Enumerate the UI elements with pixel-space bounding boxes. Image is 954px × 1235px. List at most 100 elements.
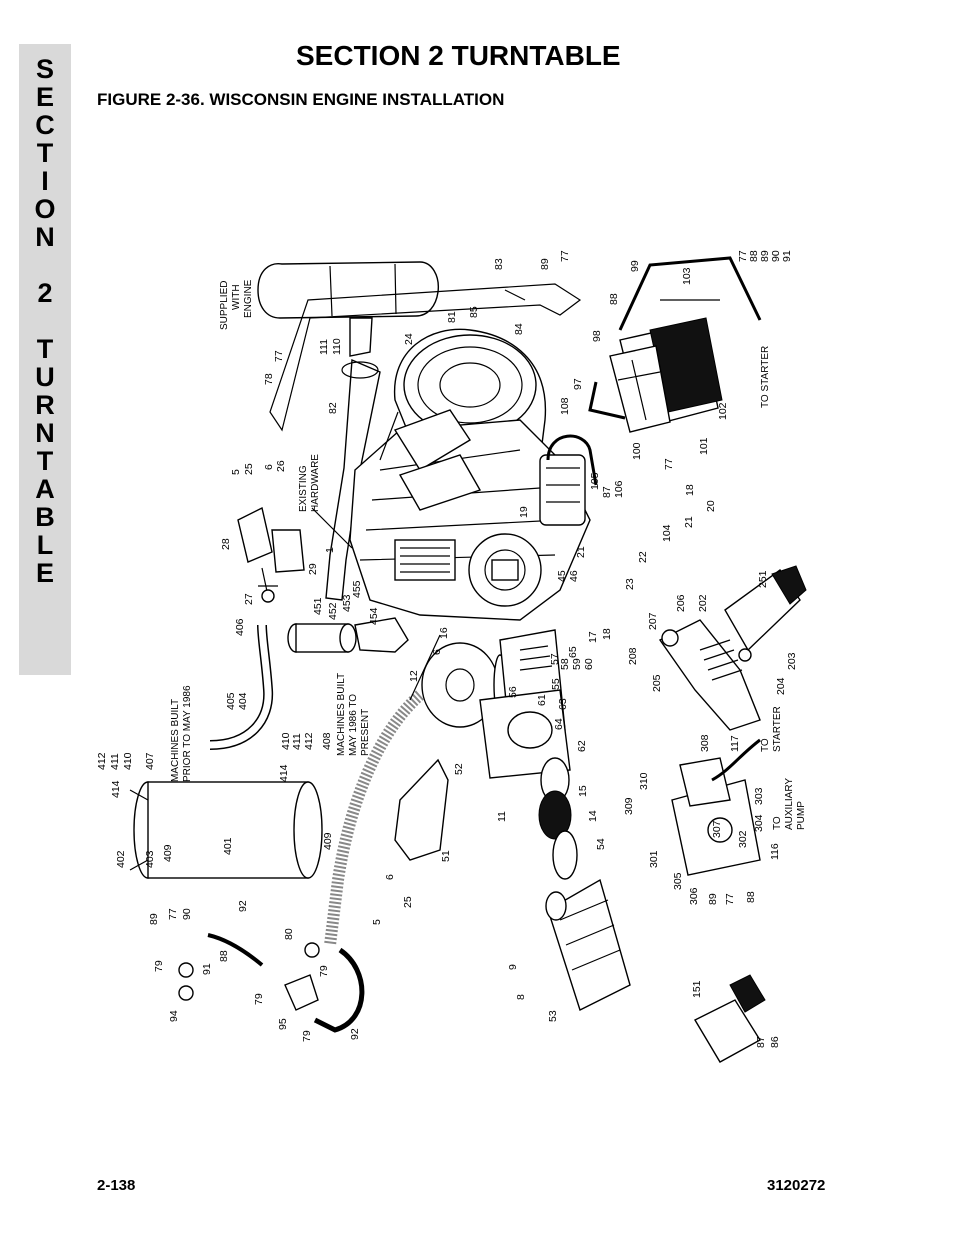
callout-label: 412: [96, 752, 108, 770]
callout-label: 412: [303, 732, 315, 750]
section-side-tab: S E C T I O N 2 T U R N T A B L E: [19, 44, 71, 675]
note-line: MAY 1986 TO: [348, 694, 359, 756]
callout-label: 88: [745, 891, 757, 903]
callout-label: 78: [263, 373, 275, 385]
callout-label: 94: [168, 1010, 180, 1022]
callout-label: 414: [278, 764, 290, 782]
callout-label: 77: [273, 350, 285, 362]
note-line: MACHINES BUILT: [170, 699, 181, 782]
callout-label: 404: [237, 692, 249, 710]
side-tab-letter: B: [35, 502, 55, 532]
callout-label: 61: [536, 694, 548, 706]
callout-label: 405: [225, 692, 237, 710]
fuel-line: [207, 933, 264, 967]
callout-label: 106: [613, 480, 625, 498]
callout-label: 91: [201, 963, 213, 975]
callout-label: 401: [222, 837, 234, 855]
note-line: PUMP: [796, 801, 807, 830]
callout-label: 79: [253, 993, 265, 1005]
callout-label: 99: [629, 260, 641, 272]
callout-label: 455: [351, 580, 363, 598]
side-tab-letter: C: [35, 110, 55, 140]
note-line: MACHINES BUILT: [336, 673, 347, 756]
engine: [349, 328, 591, 621]
callout-label: 92: [349, 1028, 361, 1040]
note-line: HARDWARE: [310, 454, 321, 512]
callout-label: 18: [601, 628, 613, 640]
callout-label: 207: [647, 612, 659, 630]
callout-label: 21: [683, 516, 695, 528]
side-tab-letter: A: [35, 474, 55, 504]
note-existing-hardware: EXISTING HARDWARE: [298, 454, 321, 512]
intake-hose-inner: [209, 624, 272, 749]
callout-label: 410: [122, 752, 134, 770]
callout-layer: 77 88 89 90 91 83 89 77 99 103 88 81 85 …: [96, 250, 798, 1048]
callout-label: 28: [220, 538, 232, 550]
side-tab-letter: S: [35, 54, 54, 84]
callout-label: 6: [384, 874, 396, 880]
callout-label: 89: [707, 893, 719, 905]
callout-label: 55: [550, 678, 562, 690]
callout-label: 111: [318, 339, 330, 355]
side-tab-letter: N: [35, 418, 55, 448]
side-tab-letter: I: [41, 166, 49, 196]
battery: [609, 317, 723, 433]
callout-label: 87: [755, 1036, 767, 1048]
callout-label: 65: [567, 646, 579, 658]
callout-label: 20: [705, 500, 717, 512]
callout-label: 151: [691, 980, 703, 998]
callout-label: 116: [769, 843, 781, 860]
note-supplied-with-engine: SUPPLIED WITH ENGINE: [219, 279, 254, 330]
fuel-fitting: [304, 942, 320, 958]
callout-label: 83: [493, 258, 505, 270]
note-line: AUXILIARY: [784, 778, 795, 830]
callout-label: 21: [575, 546, 587, 558]
callout-label: 14: [587, 810, 599, 822]
callout-label: 77: [663, 458, 675, 470]
callout-label: 45: [556, 570, 568, 582]
callout-label: 105: [589, 472, 601, 490]
callout-label: 77: [559, 250, 571, 262]
callout-label: 64: [553, 718, 565, 730]
note-to-starter-right: TO STARTER: [760, 706, 783, 752]
callout-label: 29: [307, 563, 319, 575]
callout-label: 117: [729, 735, 741, 752]
callout-label: 18: [684, 484, 696, 496]
callout-label: 91: [781, 250, 793, 262]
callout-label: 16: [438, 627, 450, 639]
callout-label: 89: [148, 913, 160, 925]
callout-label: 24: [403, 333, 415, 345]
callout-label: 26: [275, 460, 287, 472]
callout-label: 27: [243, 593, 255, 605]
callout-label: 301: [648, 850, 660, 868]
relay-box: [671, 757, 761, 876]
note-to-auxiliary-pump: TO AUXILIARY PUMP: [772, 778, 807, 830]
coupling: [538, 757, 578, 880]
callout-label: 407: [144, 752, 156, 770]
side-tab-letter: R: [35, 390, 55, 420]
callout-label: 87: [601, 486, 613, 498]
callout-label: 9: [507, 964, 519, 970]
page-number: 2-138: [97, 1177, 136, 1194]
callout-label: 202: [697, 594, 709, 612]
callout-label: 402: [115, 850, 127, 868]
callout-label: 305: [672, 872, 684, 890]
callout-label: 19: [518, 506, 530, 518]
callout-label: 90: [770, 250, 782, 262]
callout-label: 411: [109, 753, 121, 770]
callout-label: 25: [243, 463, 255, 475]
note-line: SUPPLIED: [219, 281, 230, 330]
callout-label: 304: [753, 814, 765, 832]
callout-label: 251: [757, 570, 769, 588]
callout-label: 5: [371, 919, 383, 925]
callout-label: 60: [583, 658, 595, 670]
side-tab-letter: N: [35, 222, 55, 252]
callout-label: 403: [144, 850, 156, 868]
callout-label: 98: [591, 330, 603, 342]
note-line: TO: [772, 816, 783, 830]
callout-label: 309: [623, 797, 635, 815]
callout-label: 454: [368, 607, 380, 625]
callout-label: 80: [283, 928, 295, 940]
callout-label: 92: [237, 900, 249, 912]
callout-label: 406: [234, 618, 246, 636]
